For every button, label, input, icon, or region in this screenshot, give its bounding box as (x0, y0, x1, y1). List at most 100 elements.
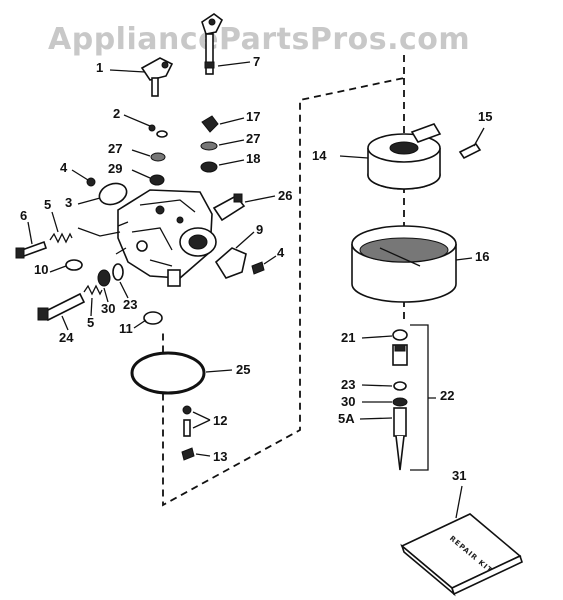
callout-c10: 10 (34, 262, 48, 277)
callout-c30b: 30 (341, 394, 355, 409)
leader-3 (77, 197, 101, 205)
callout-c30a: 30 (101, 301, 115, 316)
part-26-fuel-inlet (212, 193, 246, 222)
leader-12b (192, 419, 211, 429)
part-23-o-ring-right (393, 381, 407, 391)
callout-c26: 26 (278, 188, 292, 203)
callout-c23a: 23 (123, 297, 137, 312)
part-7-choke-shaft (201, 13, 224, 75)
callout-c12: 12 (213, 413, 227, 428)
leader-24 (61, 315, 69, 331)
leader-5A (359, 417, 393, 420)
callout-c9: 9 (256, 222, 263, 237)
leader-10 (49, 265, 67, 273)
callout-c11: 11 (119, 321, 133, 336)
leader-4a (71, 169, 89, 181)
leader-4b (263, 255, 277, 265)
callout-c24: 24 (59, 330, 74, 345)
callout-c18: 18 (246, 151, 260, 166)
leader-26 (244, 195, 276, 203)
callout-c15: 15 (478, 109, 492, 124)
part-31-repair-kit (400, 513, 523, 597)
leader-17 (219, 117, 245, 125)
leader-2 (123, 114, 151, 127)
leader-7 (217, 61, 251, 67)
callout-c5A: 5A (338, 411, 355, 426)
part-12-needle (182, 405, 192, 437)
leader-6 (27, 221, 33, 245)
callout-c7: 7 (253, 54, 260, 69)
part-5-spring-upper (49, 232, 73, 244)
leader-23a (119, 281, 129, 299)
part-17-screw (201, 115, 219, 133)
bracket-22 (410, 324, 436, 471)
callout-c5b: 5 (87, 315, 94, 330)
part-27-left-seal (150, 152, 166, 162)
leader-9 (235, 231, 255, 249)
callout-c21: 21 (341, 330, 355, 345)
leader-1 (109, 69, 146, 73)
callout-c5a: 5 (44, 197, 51, 212)
part-1-throttle-shaft (140, 57, 174, 97)
callout-c25: 25 (236, 362, 250, 377)
callout-c6: 6 (20, 208, 27, 223)
part-13-clip (181, 447, 195, 461)
part-27-right-seal (200, 141, 218, 151)
part-29-seal (149, 174, 165, 186)
leader-15 (473, 127, 485, 147)
part-18-seal (200, 161, 218, 173)
leader-30a (103, 287, 109, 303)
part-22-main-jet (392, 344, 408, 471)
part-9-throttle-plate (214, 247, 247, 279)
callout-c23b: 23 (341, 377, 355, 392)
leader-5a (51, 211, 59, 233)
callout-c1: 1 (96, 60, 103, 75)
idle-screw-axis (77, 227, 121, 237)
part-14-float (367, 123, 442, 190)
callout-c27a: 27 (108, 141, 122, 156)
leader-13 (195, 453, 211, 457)
carburetor-body (115, 189, 217, 287)
part-30-washer-right (392, 397, 408, 407)
part-5-spring-lower (83, 284, 103, 296)
watermark: AppliancePartsPros.com (48, 22, 471, 57)
part-24-main-screw (37, 292, 86, 322)
leader-14 (339, 155, 369, 159)
leader-16 (455, 257, 473, 261)
callout-c3: 3 (65, 195, 72, 210)
leader-25 (205, 369, 233, 373)
callout-c17: 17 (246, 109, 260, 124)
part-2-clip (148, 124, 168, 138)
part-4-screw-lower (251, 261, 265, 275)
callout-c14: 14 (312, 148, 327, 163)
part-11-gasket (143, 311, 163, 325)
callout-c31: 31 (452, 468, 466, 483)
part-6-idle-screw (15, 240, 48, 259)
leader-12a (192, 411, 211, 421)
leader-27b (218, 139, 245, 146)
callout-c29: 29 (108, 161, 122, 176)
leader-29 (131, 169, 151, 179)
leader-27a (131, 149, 151, 157)
part-3-choke-plate (98, 182, 128, 206)
part-10-o-ring (65, 259, 83, 271)
callout-c4b: 4 (277, 245, 285, 260)
part-15-float-pin (458, 142, 482, 160)
part-21-washer (392, 329, 408, 341)
part-4-screw-upper (86, 177, 96, 187)
leader-18 (218, 159, 245, 166)
leader-5b (90, 297, 93, 317)
part-30-washer (97, 269, 111, 287)
callout-c4a: 4 (60, 160, 68, 175)
leader-23b (361, 384, 393, 387)
callout-c2: 2 (113, 106, 120, 121)
part-16-float-bowl (351, 225, 457, 303)
callout-c13: 13 (213, 449, 227, 464)
leader-21 (361, 335, 393, 339)
leader-11 (133, 319, 147, 329)
callout-c16: 16 (475, 249, 489, 264)
leader-31 (455, 485, 463, 519)
